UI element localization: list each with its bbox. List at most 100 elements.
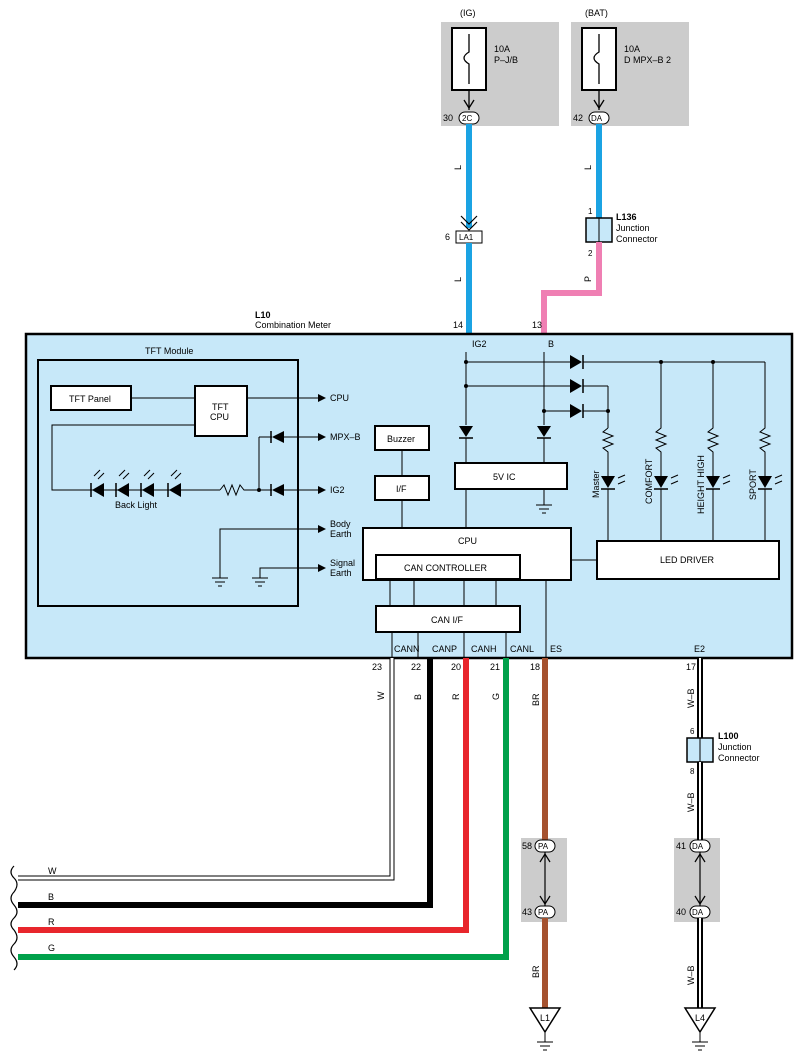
pa-bot-pin: 43 bbox=[522, 907, 532, 917]
bat-wire-color-l: L bbox=[583, 165, 593, 170]
ic-5v bbox=[454, 462, 568, 490]
wire-r-label: R bbox=[451, 693, 461, 700]
da-top-label: DA bbox=[692, 842, 704, 851]
fuse-ig-group: (IG) 10A P–J/B 2C 30 bbox=[441, 8, 559, 126]
out-cpu: CPU bbox=[330, 393, 349, 403]
bat-wire-color-p: P bbox=[583, 276, 593, 282]
l100-code: L100 bbox=[718, 731, 739, 741]
tft-cpu bbox=[194, 385, 248, 437]
pin-cann: CANN bbox=[394, 644, 420, 654]
meter-pin13: 13 bbox=[532, 320, 542, 330]
pin-23: 23 bbox=[372, 662, 382, 672]
fuse-bat-group: (BAT) 10A D MPX–B 2 DA 42 bbox=[571, 8, 689, 126]
fuse-bat-source: (BAT) bbox=[585, 8, 608, 18]
l100-label2: Connector bbox=[718, 753, 760, 763]
wb-label-2: W–B bbox=[686, 792, 696, 812]
br-label-top: BR bbox=[531, 693, 541, 706]
tft-module bbox=[37, 359, 299, 607]
fuse-bat-element bbox=[593, 34, 600, 84]
pin-e2: E2 bbox=[694, 644, 705, 654]
bus-r-label: R bbox=[48, 917, 55, 927]
fuse-ig-rating: 10A bbox=[494, 44, 510, 54]
pin-17: 17 bbox=[686, 662, 696, 672]
l136-label2: Connector bbox=[616, 234, 658, 244]
pa-bot-label: PA bbox=[538, 908, 549, 917]
wire-b-label: B bbox=[413, 694, 423, 700]
fuse-bat-rating: 10A bbox=[624, 44, 640, 54]
ground-l4-label: L4 bbox=[695, 1013, 705, 1023]
back-light-label: Back Light bbox=[115, 500, 158, 510]
l100-label1: Junction bbox=[718, 742, 752, 752]
meter-name: Combination Meter bbox=[255, 320, 331, 330]
led-driver-label: LED DRIVER bbox=[660, 555, 715, 565]
fuse-ig-element bbox=[463, 34, 470, 84]
pa-top-label: PA bbox=[538, 842, 549, 851]
fuse-ig-pin: 30 bbox=[443, 113, 453, 123]
wire-break bbox=[10, 865, 18, 971]
out-mpxb: MPX–B bbox=[330, 432, 361, 442]
led-comfort: COMFORT bbox=[644, 458, 654, 504]
ig-wire: LA1 6 L L bbox=[445, 124, 483, 334]
buzzer-label: Buzzer bbox=[387, 434, 415, 444]
pin-canh: CANH bbox=[471, 644, 497, 654]
back-light-leds: Back Light bbox=[90, 469, 261, 510]
out-body-2: Earth bbox=[330, 529, 352, 539]
tft-cpu-label2: CPU bbox=[210, 412, 229, 422]
l136-code: L136 bbox=[616, 212, 637, 222]
can-controller bbox=[375, 554, 521, 580]
meter-pin-ig2: IG2 bbox=[472, 339, 487, 349]
meter-pin14: 14 bbox=[453, 320, 463, 330]
fuse-ig-source: (IG) bbox=[460, 8, 476, 18]
wb-label-1: W–B bbox=[686, 688, 696, 708]
pin-21: 21 bbox=[490, 662, 500, 672]
wire-w-label: W bbox=[376, 691, 386, 700]
out-ig2: IG2 bbox=[330, 485, 345, 495]
pin-18: 18 bbox=[530, 662, 540, 672]
l136-pin1: 1 bbox=[588, 207, 593, 216]
pin-canp: CANP bbox=[432, 644, 457, 654]
can-controller-label: CAN CONTROLLER bbox=[404, 563, 488, 573]
fuse-bat-pin: 42 bbox=[573, 113, 583, 123]
wb-label-3: W–B bbox=[686, 965, 696, 985]
ground-l4 bbox=[683, 1007, 717, 1034]
ground-l1-label: L1 bbox=[540, 1013, 550, 1023]
fuse-bat-conn-label: DA bbox=[591, 114, 603, 123]
pin-es: ES bbox=[550, 644, 562, 654]
out-body-1: Body bbox=[330, 519, 351, 529]
led-columns: Master COMFORT HEIGHT HIGH SPORT bbox=[591, 362, 783, 541]
bat-wire: 1 2 L136 Junction Connector L P bbox=[541, 124, 658, 334]
ground-l1 bbox=[528, 1007, 562, 1034]
pin-canl: CANL bbox=[510, 644, 534, 654]
meter-code: L10 bbox=[255, 310, 271, 320]
bus-w-label: W bbox=[48, 866, 57, 876]
out-sig-1: Signal bbox=[330, 558, 355, 568]
fuse-ig-name: P–J/B bbox=[494, 55, 518, 65]
can-if-label: CAN I/F bbox=[431, 615, 464, 625]
tft-module-label: TFT Module bbox=[145, 346, 193, 356]
l136-label1: Junction bbox=[616, 223, 650, 233]
can-if bbox=[375, 605, 521, 633]
ig-wire-color-a: L bbox=[453, 165, 463, 170]
buzzer bbox=[374, 425, 430, 451]
if-label: I/F bbox=[396, 484, 407, 494]
out-sig-2: Earth bbox=[330, 568, 352, 578]
da-bot-pin: 40 bbox=[676, 907, 686, 917]
da-bot-label: DA bbox=[692, 908, 704, 917]
fuse-ig-conn-label: 2C bbox=[462, 114, 472, 123]
br-label-bot: BR bbox=[531, 965, 541, 978]
l100-p6: 6 bbox=[690, 727, 695, 736]
led-sport: SPORT bbox=[748, 469, 758, 500]
da-top-pin: 41 bbox=[676, 841, 686, 851]
ic-5v-label: 5V IC bbox=[493, 472, 516, 482]
l136-pin2: 2 bbox=[588, 249, 593, 258]
led-height: HEIGHT HIGH bbox=[696, 455, 706, 514]
ig-wire-color-b: L bbox=[453, 277, 463, 282]
cpu-label: CPU bbox=[458, 536, 477, 546]
combination-meter: L10 Combination Meter 14 13 IG2 B TFT Mo… bbox=[24, 310, 794, 660]
connector-la1-pin: 6 bbox=[445, 232, 450, 242]
pa-top-pin: 58 bbox=[522, 841, 532, 851]
fuse-bat-name: D MPX–B 2 bbox=[624, 55, 671, 65]
pin-22: 22 bbox=[411, 662, 421, 672]
led-master: Master bbox=[591, 470, 601, 498]
